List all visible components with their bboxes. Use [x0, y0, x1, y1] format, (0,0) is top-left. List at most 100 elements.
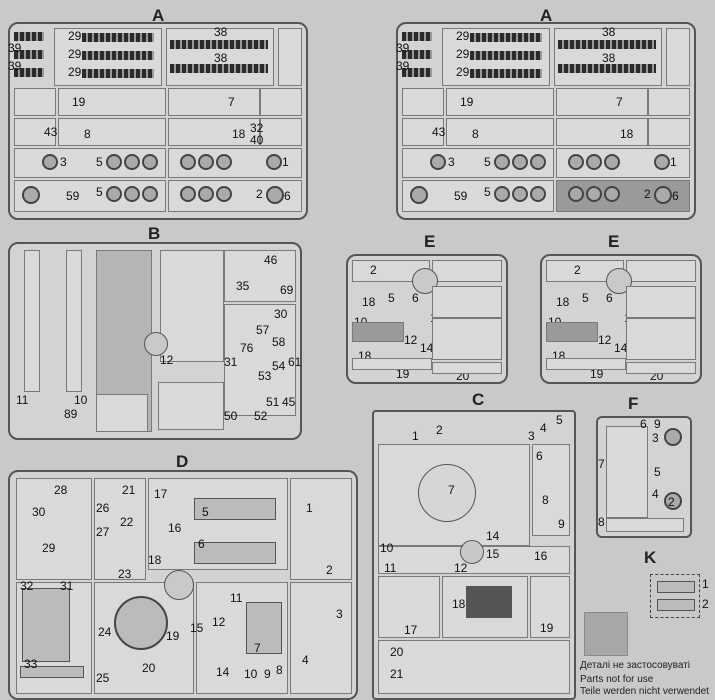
wheel-part	[124, 154, 140, 170]
sprue-f-label: F	[628, 394, 639, 413]
part-number: 19	[396, 367, 410, 381]
wheel-part	[216, 154, 232, 170]
wheel-part	[654, 154, 670, 170]
part-number: 16	[168, 521, 182, 535]
part-number: 10	[244, 667, 258, 681]
grille-part	[96, 394, 148, 432]
part-number: 6	[672, 189, 679, 203]
wheel-part	[530, 154, 546, 170]
part-number: 5	[202, 505, 209, 519]
part-number: 16	[534, 549, 548, 563]
sprue-e-label-left: E	[424, 232, 436, 251]
sprue-a-left: 39 39 29 29 29 38 38 19 7 43 8 18 32 40 …	[8, 22, 308, 220]
part-number: 57	[256, 323, 270, 337]
track-link-29	[470, 33, 542, 42]
part-number: 5	[388, 291, 395, 305]
sprue-e-right: 2 18 5 6 7 10 13 12 14 18 19 20	[540, 254, 702, 384]
part-number: 9	[264, 667, 271, 681]
part-number: 18	[452, 597, 466, 611]
part-number: 29	[456, 65, 470, 79]
part-number: 3	[652, 431, 659, 445]
sprue-c: 1 2 3 4 5 6 7 8 9 10 14 15 16 11 12 17 1…	[372, 410, 576, 700]
part-number: 14	[216, 665, 230, 679]
wheel-part	[142, 154, 158, 170]
part-number: 18	[362, 295, 376, 309]
sprue-b: 46 69 35 30 57 58 76 12 31 53 54 61 11 1…	[8, 242, 302, 440]
track-link-29	[470, 69, 542, 78]
sprue-gate	[412, 268, 438, 294]
sprue-b-label: B	[148, 224, 161, 243]
part-number: 4	[302, 653, 309, 667]
part-number: 51	[266, 395, 280, 409]
sprue-gate	[606, 268, 632, 294]
track-link-38	[170, 64, 268, 73]
part-number: 18	[620, 127, 634, 141]
wheel-part	[664, 492, 682, 510]
cell	[402, 180, 554, 212]
wheel-part	[180, 186, 196, 202]
wheel-part	[106, 154, 122, 170]
part-number: 12	[404, 333, 418, 347]
wheel-part	[198, 186, 214, 202]
part-number: 19	[72, 95, 86, 109]
part-number: 17	[404, 623, 418, 637]
part-number: 38	[214, 51, 228, 65]
part-number: 5	[96, 185, 103, 199]
part-number: 5	[582, 291, 589, 305]
part-number: 4	[540, 421, 547, 435]
wheel-part	[530, 186, 546, 202]
part-number: 28	[54, 483, 68, 497]
part-number: 18	[148, 553, 162, 567]
part-number: 29	[68, 47, 82, 61]
part-number: 1	[702, 577, 709, 591]
part-number: 9	[654, 417, 661, 431]
part-number: 7	[598, 457, 605, 471]
wheel-part	[512, 186, 528, 202]
part-number: 2	[644, 187, 651, 201]
track-link-38	[558, 40, 656, 49]
part-number: 1	[282, 155, 289, 169]
part-number: 1	[412, 429, 419, 443]
cell	[290, 478, 352, 580]
part-number: 3	[60, 155, 67, 169]
side-part	[66, 250, 82, 392]
wheel-part	[664, 428, 682, 446]
part-number: 39	[396, 41, 410, 55]
part-number: 12	[212, 615, 226, 629]
track-link-29	[82, 51, 154, 60]
turret-ring	[418, 464, 476, 522]
notice-en: Parts not for use	[580, 674, 654, 685]
wheel-part	[568, 186, 584, 202]
sprue-a-label-left: A	[152, 6, 165, 25]
wheel-part	[266, 154, 282, 170]
part-number: 11	[16, 393, 29, 407]
track-link-38	[170, 40, 268, 49]
part-number: 2	[436, 423, 443, 437]
part-number: 26	[96, 501, 110, 515]
wheel-part	[654, 186, 672, 204]
cell	[648, 88, 690, 116]
cell	[626, 260, 696, 282]
track-link-39	[14, 68, 44, 77]
small-cell	[278, 28, 302, 86]
sprue-c-label: C	[472, 390, 485, 409]
cell	[14, 88, 56, 116]
part-number: 53	[258, 369, 272, 383]
cell	[606, 426, 648, 518]
part-number: 29	[68, 65, 82, 79]
part-number: 6	[412, 291, 419, 305]
sprue-a-right: 39 39 29 29 29 38 38 19 7 43 8 18 3 5 1 …	[396, 22, 696, 220]
cell	[168, 88, 260, 116]
wheel-part	[142, 186, 158, 202]
part-number: 19	[460, 95, 474, 109]
part-shape	[194, 542, 276, 564]
track-cell-38	[166, 28, 274, 86]
grille-part	[378, 576, 440, 638]
cell	[260, 88, 302, 116]
part-number: 8	[542, 493, 549, 507]
notice-ua: Деталі не застосовуваті	[580, 660, 691, 671]
part-number: 14	[614, 341, 628, 355]
part-number: 45	[282, 395, 296, 409]
part-number: 89	[64, 407, 78, 421]
part-number: 29	[456, 47, 470, 61]
